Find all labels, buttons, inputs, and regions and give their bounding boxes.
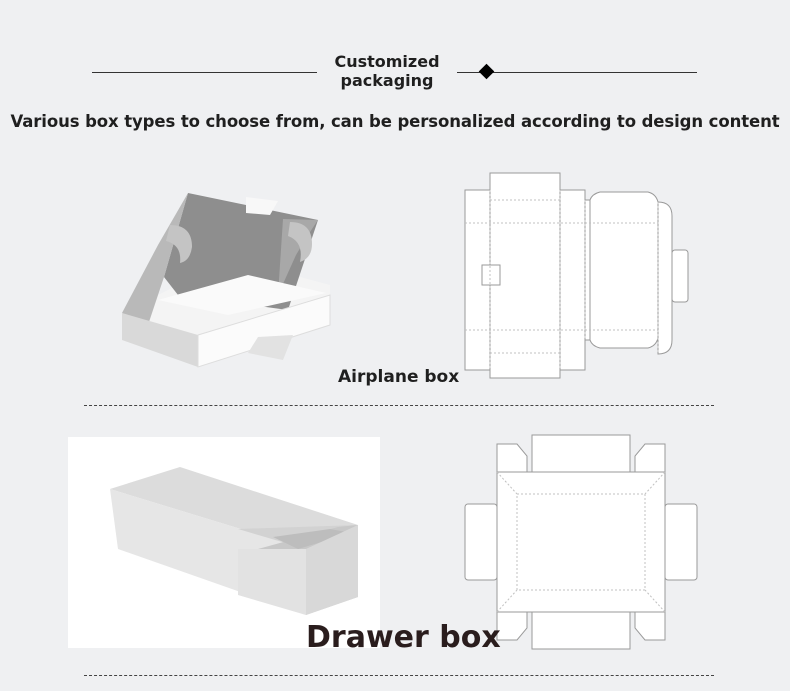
airplane-box-illustration: [122, 193, 331, 368]
drawer-box-illustration: [68, 437, 380, 648]
title-line-1: Customized: [334, 52, 440, 71]
airplane-box-label: Airplane box: [338, 367, 460, 387]
drawer-box-dieline: [464, 434, 698, 650]
section-divider-dashed-2: [84, 675, 714, 676]
page-title: Customized packaging: [317, 52, 457, 90]
section-divider-dashed-1: [84, 405, 714, 406]
page-subtitle: Various box types to choose from, can be…: [10, 112, 780, 131]
diamond-ornament-icon: [478, 63, 495, 80]
airplane-box-dieline: [464, 172, 689, 379]
title-line-2: packaging: [340, 71, 434, 90]
drawer-box-label: Drawer box: [306, 620, 501, 655]
